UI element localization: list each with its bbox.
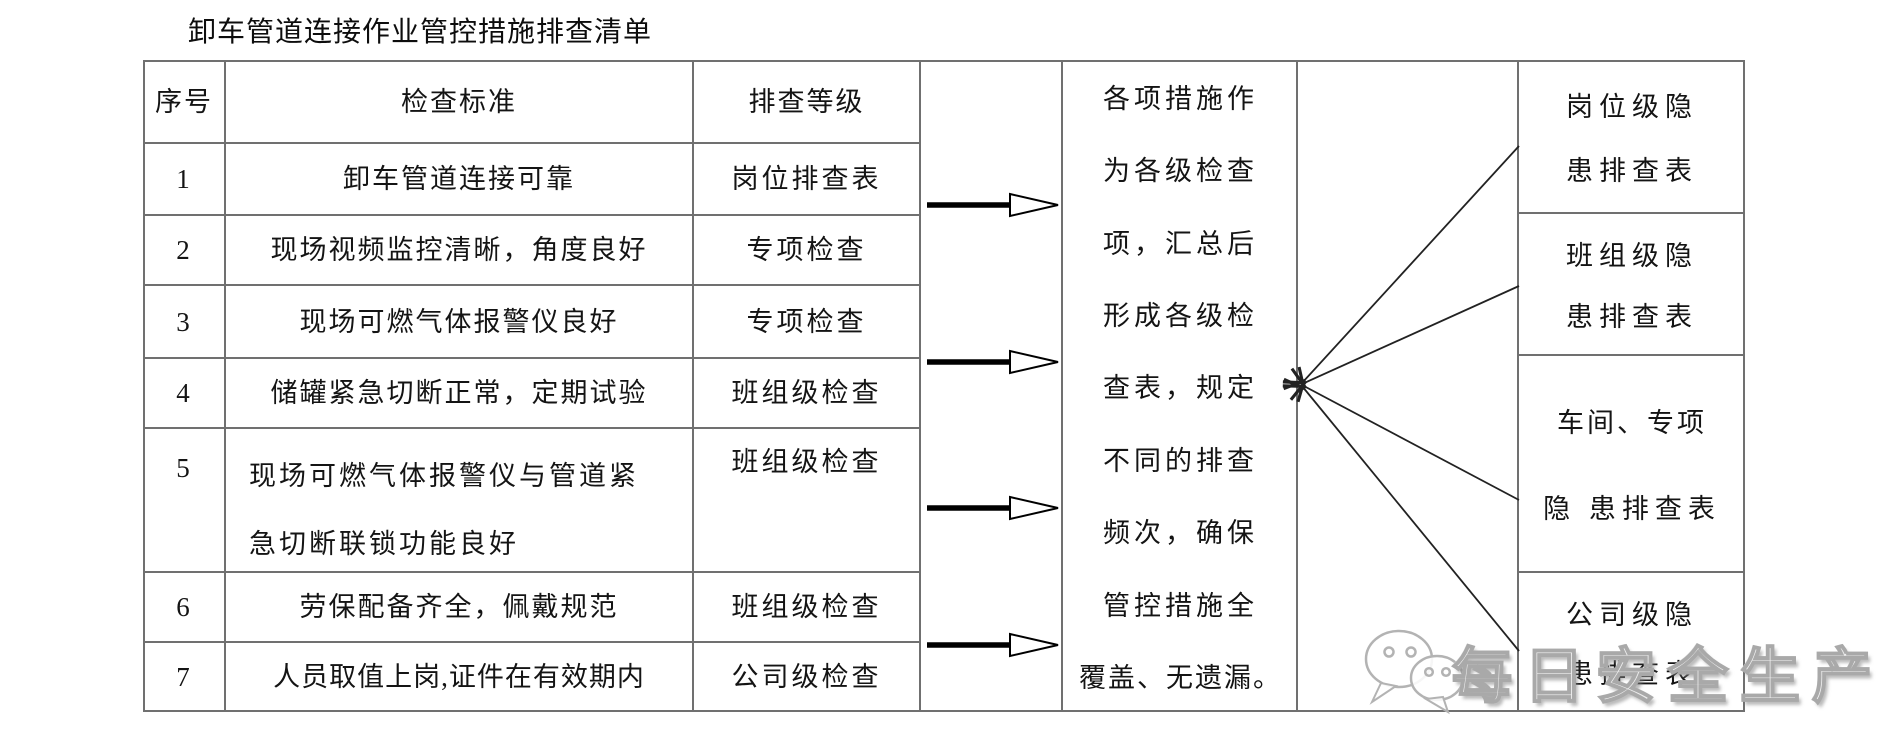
row-divider bbox=[143, 284, 921, 286]
row-no: 2 bbox=[176, 235, 192, 265]
box-line: 公司级隐 bbox=[1566, 599, 1698, 630]
row-divider bbox=[143, 571, 921, 573]
box-workshop-special: 车间、专项 隐 患排查表 bbox=[1519, 355, 1745, 572]
header-standard: 检查标准 bbox=[401, 86, 517, 117]
column-divider bbox=[224, 60, 226, 712]
row-no: 4 bbox=[176, 378, 192, 408]
box-company-level: 公司级隐 患排查表 bbox=[1519, 572, 1745, 712]
row-no: 5 bbox=[176, 453, 192, 483]
column-divider bbox=[919, 60, 921, 712]
diagram-frame bbox=[143, 60, 1745, 712]
row-standard: 储罐紧急切断正常，定期试验 bbox=[270, 378, 648, 408]
row-standard: 现场可燃气体报警仪良好 bbox=[299, 306, 619, 337]
row-no: 7 bbox=[176, 662, 192, 692]
box-divider bbox=[1517, 571, 1745, 573]
row-divider bbox=[143, 142, 921, 144]
summary-line: 为各级检查 bbox=[1103, 156, 1258, 187]
summary-line: 频次，确保 bbox=[1103, 518, 1258, 549]
box-divider bbox=[1517, 354, 1745, 356]
column-divider bbox=[692, 60, 694, 712]
row-no: 6 bbox=[176, 592, 192, 622]
summary-line: 各项措施作 bbox=[1103, 83, 1258, 114]
row-standard: 卸车管道连接可靠 bbox=[343, 164, 575, 194]
row-divider bbox=[143, 641, 921, 643]
row-divider bbox=[143, 214, 921, 216]
row-level: 班组级检查 bbox=[731, 378, 882, 408]
row-standard: 现场可燃气体报警仪与管道紧急切断联锁功能良好 bbox=[249, 461, 639, 559]
summary-column: 各项措施作 为各级检查 项，汇总后 形成各级检 查表，规定 不同的排查 频次，确… bbox=[1064, 60, 1297, 712]
row-no: 1 bbox=[176, 164, 192, 194]
box-team-level: 班组级隐 患排查表 bbox=[1519, 213, 1745, 355]
header-level: 排查等级 bbox=[748, 86, 865, 117]
row-level: 班组级检查 bbox=[731, 447, 882, 477]
row-standard: 现场视频监控清晰，角度良好 bbox=[270, 235, 648, 265]
box-line: 班组级隐 bbox=[1566, 241, 1698, 272]
summary-line: 覆盖、无遗漏。 bbox=[1079, 663, 1282, 694]
box-line: 岗位级隐 bbox=[1566, 92, 1698, 122]
box-line: 患排查表 bbox=[1566, 659, 1698, 690]
row-level: 班组级检查 bbox=[731, 592, 882, 622]
box-line: 隐 患排查表 bbox=[1543, 493, 1721, 524]
header-no: 序号 bbox=[155, 86, 213, 117]
row-no: 3 bbox=[176, 306, 192, 337]
summary-line: 查表，规定 bbox=[1103, 373, 1258, 404]
column-divider bbox=[1061, 60, 1063, 712]
row-level: 公司级检查 bbox=[731, 662, 882, 692]
row-divider bbox=[143, 357, 921, 359]
row-standard: 劳保配备齐全，佩戴规范 bbox=[299, 592, 619, 622]
box-line: 车间、专项 bbox=[1557, 408, 1707, 439]
box-line: 患排查表 bbox=[1566, 156, 1698, 186]
box-post-level: 岗位级隐 患排查表 bbox=[1519, 60, 1745, 213]
row-level: 岗位排查表 bbox=[731, 164, 882, 194]
summary-line: 项，汇总后 bbox=[1103, 228, 1258, 259]
row-level: 专项检查 bbox=[746, 306, 867, 337]
row-level: 专项检查 bbox=[746, 235, 867, 265]
watermark: 每日安全生产 bbox=[1451, 642, 1884, 711]
row-divider bbox=[143, 427, 921, 429]
box-divider bbox=[1517, 212, 1745, 214]
page-title: 卸车管道连接作业管控措施排查清单 bbox=[188, 17, 653, 48]
box-line: 患排查表 bbox=[1566, 301, 1698, 332]
summary-line: 不同的排查 bbox=[1103, 445, 1258, 476]
summary-line: 管控措施全 bbox=[1103, 590, 1258, 621]
row-standard: 人员取值上岗,证件在有效期内 bbox=[273, 662, 645, 692]
summary-line: 形成各级检 bbox=[1103, 301, 1258, 332]
